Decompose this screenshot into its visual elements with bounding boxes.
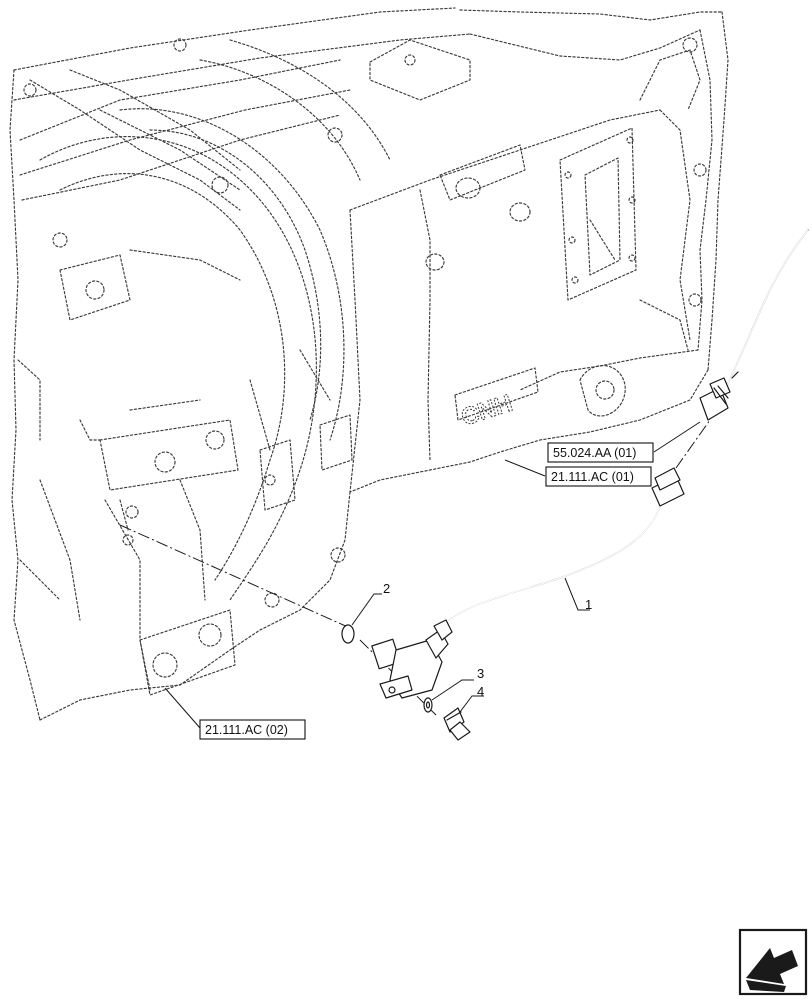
reference-21111-ac-01[interactable]: 21.111.AC (01) — [545, 466, 652, 487]
next-page-arrow-icon[interactable] — [738, 928, 808, 996]
housing-logo: CNH — [458, 390, 516, 432]
speed-sensor-assembly — [371, 467, 685, 699]
o-ring — [341, 624, 355, 644]
reference-21111-ac-02[interactable]: 21.111.AC (02) — [199, 719, 306, 740]
reference-55024-aa-01[interactable]: 55.024.AA (01) — [547, 442, 654, 463]
harness-connector — [699, 229, 809, 421]
callout-3: 3 — [477, 666, 484, 681]
bolt — [443, 707, 471, 741]
svg-text:55.024.AA (01): 55.024.AA (01) — [553, 446, 636, 460]
leader-lines — [164, 421, 701, 729]
callout-4: 4 — [477, 684, 484, 699]
transmission-housing: CNH — [9, 7, 729, 721]
washer — [423, 697, 433, 713]
callout-2: 2 — [383, 581, 390, 596]
assembly-axis-lines — [119, 419, 711, 716]
callouts: 1 2 3 4 — [383, 581, 592, 699]
svg-text:21.111.AC (01): 21.111.AC (01) — [551, 470, 634, 484]
svg-text:21.111.AC (02): 21.111.AC (02) — [205, 723, 288, 737]
callout-1: 1 — [585, 597, 592, 612]
